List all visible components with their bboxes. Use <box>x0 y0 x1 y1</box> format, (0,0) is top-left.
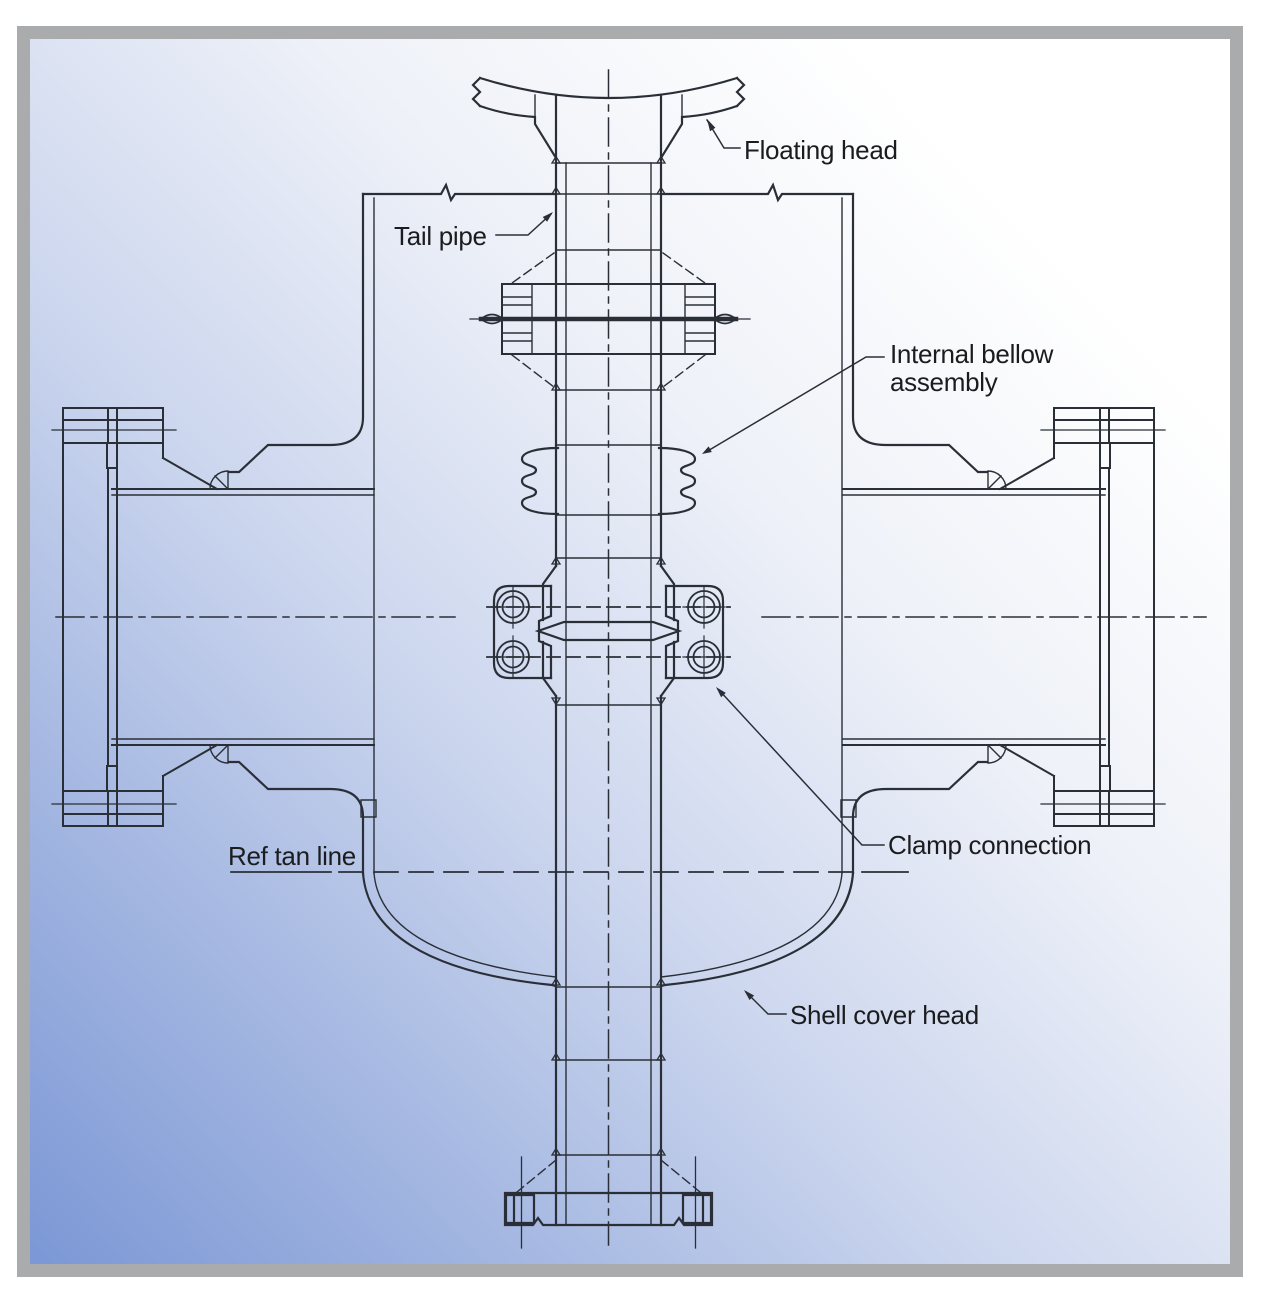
floating-head-right-lower-edge <box>659 104 739 160</box>
floating-head-top-arc <box>478 76 739 100</box>
bottom-flange-bolt-left <box>504 1193 536 1225</box>
shell-cover-head-outer-left <box>361 871 558 988</box>
right-flange-bolt-block-top <box>1053 407 1155 444</box>
floating-head-left-lower-edge <box>478 104 558 160</box>
bottom-flange-graphic <box>503 1159 714 1227</box>
bellow-right <box>657 446 697 516</box>
clamp-connection-graphic <box>486 564 731 698</box>
leader-tail-pipe <box>495 212 553 236</box>
left-weld-fan-bottom <box>209 744 229 764</box>
left-weld-fan-top <box>209 470 229 490</box>
right-flange-plates <box>1053 442 1155 792</box>
right-nozzle-graphic <box>842 407 1155 827</box>
right-weld-fan-bottom <box>987 744 1007 764</box>
shell-joggle-left <box>360 799 377 818</box>
shell-joggle-right <box>840 799 857 818</box>
right-flange-studs <box>1099 442 1111 792</box>
leader-arrowheads <box>542 119 755 1000</box>
floating-head-left-tip-break <box>471 76 482 108</box>
floating-head-right-tip-break <box>735 76 746 108</box>
floating-head-graphic <box>471 76 746 160</box>
callout-shell-cover-head: Shell cover head <box>790 1000 979 1030</box>
shell-left-wall-upper <box>227 192 365 474</box>
right-weld-fan-top <box>987 470 1007 490</box>
leader-clamp-connection <box>717 688 885 846</box>
shell-graphic <box>227 182 989 988</box>
leader-lines <box>495 118 885 1015</box>
left-nozzle-graphic <box>62 407 375 827</box>
pipe-seams <box>555 162 662 1156</box>
shell-cover-head-inner-right <box>660 872 843 978</box>
left-flange-bolt-block-bottom <box>62 790 164 827</box>
bottom-flange-bolt-right <box>681 1193 713 1225</box>
shell-left-wall-lower <box>227 760 365 875</box>
shell-top-edge-right <box>659 182 855 203</box>
leader-shell-cover-head <box>744 990 787 1015</box>
figure-frame <box>17 26 1243 1277</box>
left-flange-plates <box>62 442 164 792</box>
left-flange-bolt-block-top <box>62 407 164 444</box>
bottom-flange-hidden-tapers <box>516 1159 701 1193</box>
callout-tail-pipe: Tail pipe <box>394 221 487 251</box>
callout-floating-head: Floating head <box>744 135 898 165</box>
centerlines <box>51 69 1207 1249</box>
internal-bellow-graphic <box>520 446 697 516</box>
shell-top-edge-left <box>361 182 558 203</box>
callout-ref-tan-line: Ref tan line <box>228 841 356 871</box>
right-hub-tapers <box>998 456 1056 778</box>
shell-cover-head-inner-left <box>373 872 557 978</box>
leader-internal-bellow <box>704 356 885 454</box>
shell-cover-head-outer-right <box>659 871 855 988</box>
tail-pipe-graphic <box>554 93 663 1227</box>
left-flange-studs <box>106 442 118 792</box>
clamp-lobe-left-jaw <box>537 584 553 680</box>
upper-flange-nut-left <box>479 313 505 325</box>
clamp-lobe-right-jaw <box>664 584 680 680</box>
callout-internal-bellow-assembly: Internal bellow assembly <box>890 339 1054 397</box>
clamp-lobe-right <box>664 584 725 680</box>
left-hub-tapers <box>161 456 219 778</box>
callout-clamp-connection: Clamp connection <box>888 830 1092 860</box>
bellow-left <box>520 446 560 516</box>
shell-right-wall-lower <box>851 760 989 875</box>
upper-flange-bolt-lines <box>501 283 716 355</box>
clamp-bolt-row-dashes <box>486 606 731 658</box>
shell-right-wall-upper <box>851 192 989 474</box>
upper-flange-joint-graphic <box>469 252 751 388</box>
clamp-lobe-left <box>492 584 553 680</box>
right-flange-bolt-block-bottom <box>1053 790 1155 827</box>
